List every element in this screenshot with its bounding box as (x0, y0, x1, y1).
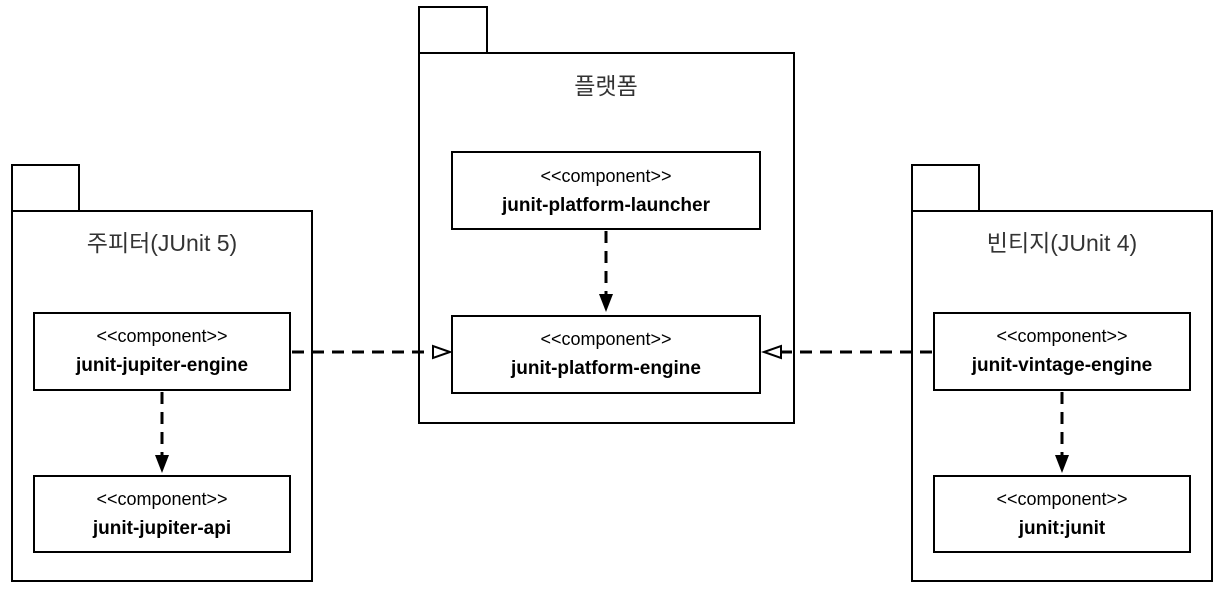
package-tab (418, 6, 488, 54)
component-name: junit:junit (1018, 518, 1106, 539)
component-platform-launcher: <<component>> junit-platform-launcher (451, 151, 761, 230)
package-title: 빈티지(JUnit 4) (987, 230, 1137, 256)
dependency-vintage-engine-to-junit (1055, 392, 1069, 473)
component-name: junit-jupiter-api (92, 518, 231, 539)
component-stereotype: <<component>> (96, 326, 227, 346)
component-name: junit-platform-engine (510, 358, 701, 379)
package-tab (911, 164, 980, 212)
component-vintage-engine: <<component>> junit-vintage-engine (933, 312, 1191, 391)
component-jupiter-engine: <<component>> junit-jupiter-engine (33, 312, 291, 391)
component-stereotype: <<component>> (996, 326, 1127, 346)
realization-vintage-to-platform-engine (760, 344, 932, 360)
package-title: 주피터(JUnit 5) (87, 230, 237, 256)
component-stereotype: <<component>> (540, 329, 671, 349)
component-box (33, 475, 291, 553)
dependency-launcher-to-platform-engine (599, 231, 613, 312)
component-box (33, 312, 291, 391)
component-jupiter-api: <<component>> junit-jupiter-api (33, 475, 291, 553)
arrowhead-filled (599, 294, 613, 312)
component-name: junit-jupiter-engine (75, 355, 248, 376)
component-stereotype: <<component>> (996, 489, 1127, 509)
component-stereotype: <<component>> (96, 489, 227, 509)
realization-jupiter-to-platform-engine (292, 344, 454, 360)
component-box (933, 312, 1191, 391)
dependency-jupiter-engine-to-api (155, 392, 169, 473)
component-platform-engine: <<component>> junit-platform-engine (451, 315, 761, 394)
arrowhead-hollow (760, 344, 782, 360)
component-box (933, 475, 1191, 553)
arrowhead-filled (1055, 455, 1069, 473)
arrowhead-hollow (432, 344, 454, 360)
component-junit: <<component>> junit:junit (933, 475, 1191, 553)
component-box (451, 151, 761, 230)
package-tab (11, 164, 80, 212)
component-box (451, 315, 761, 394)
package-title: 플랫폼 (574, 73, 637, 99)
component-name: junit-platform-launcher (501, 195, 711, 216)
component-stereotype: <<component>> (540, 166, 671, 186)
component-name: junit-vintage-engine (971, 355, 1153, 376)
arrowhead-filled (155, 455, 169, 473)
